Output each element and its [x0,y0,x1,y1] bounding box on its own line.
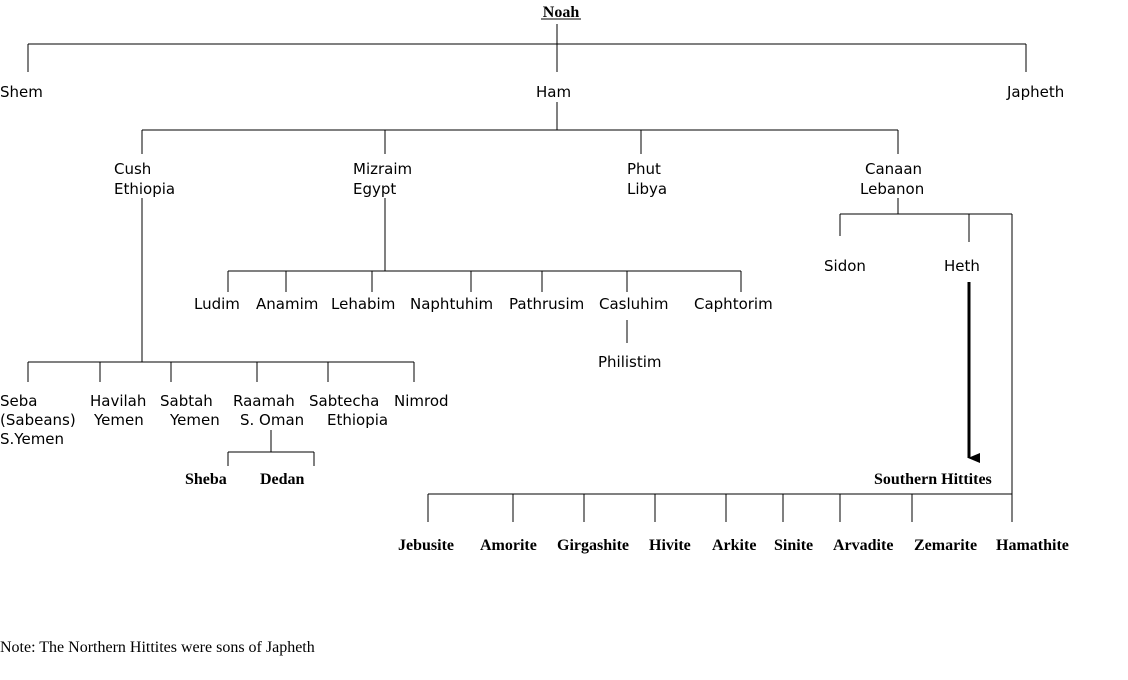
dedan-label: Dedan [260,471,305,488]
havilah-label: Havilah [90,392,146,410]
naphtuhim-label: Naphtuhim [410,295,493,313]
cush-region: Ethiopia [114,180,175,198]
hivite-label: Hivite [649,537,691,554]
cush-label: Cush [114,160,151,178]
seba-alias: (Sabeans) [0,411,76,429]
philistim-label: Philistim [598,353,662,371]
mizraim-region: Egypt [353,180,396,198]
pathrusim-label: Pathrusim [509,295,584,313]
sabtecha-region: Ethiopia [327,411,388,429]
amorite-label: Amorite [480,537,537,554]
sabtecha-label: Sabtecha [309,392,379,410]
sidon-label: Sidon [824,257,866,275]
girgashite-label: Girgashite [557,537,629,554]
raamah-region: S. Oman [240,411,304,429]
jebusite-label: Jebusite [398,537,454,554]
canaan-region: Lebanon [860,180,924,198]
sabtah-region: Yemen [169,411,220,429]
havilah-region: Yemen [93,411,144,429]
connector-lines [27,24,1027,522]
nimrod-label: Nimrod [394,392,449,410]
seba-label: Seba [0,392,37,410]
phut-label: Phut [627,160,661,178]
ludim-label: Ludim [194,295,240,313]
sheba-label: Sheba [185,471,227,488]
seba-region: S.Yemen [0,430,64,448]
caphtorim-label: Caphtorim [694,295,773,313]
anamim-label: Anamim [256,295,318,313]
arvadite-label: Arvadite [833,537,893,554]
japheth-label: Japheth [1006,83,1064,101]
sabtah-label: Sabtah [160,392,213,410]
arkite-label: Arkite [712,537,756,554]
southern-hittites-label: Southern Hittites [874,471,992,488]
mizraim-label: Mizraim [353,160,412,178]
noah-label: Noah [543,4,580,21]
lehabim-label: Lehabim [331,295,395,313]
hamathite-label: Hamathite [996,537,1069,554]
canaan-label: Canaan [865,160,922,178]
footnote: Note: The Northern Hittites were sons of… [0,639,315,656]
zemarite-label: Zemarite [914,537,977,554]
phut-region: Libya [627,180,667,198]
raamah-label: Raamah [233,392,295,410]
sinite-label: Sinite [774,537,813,554]
ham-label: Ham [536,83,571,101]
heth-label: Heth [944,257,980,275]
shem-label: Shem [0,83,43,101]
casluhim-label: Casluhim [599,295,668,313]
